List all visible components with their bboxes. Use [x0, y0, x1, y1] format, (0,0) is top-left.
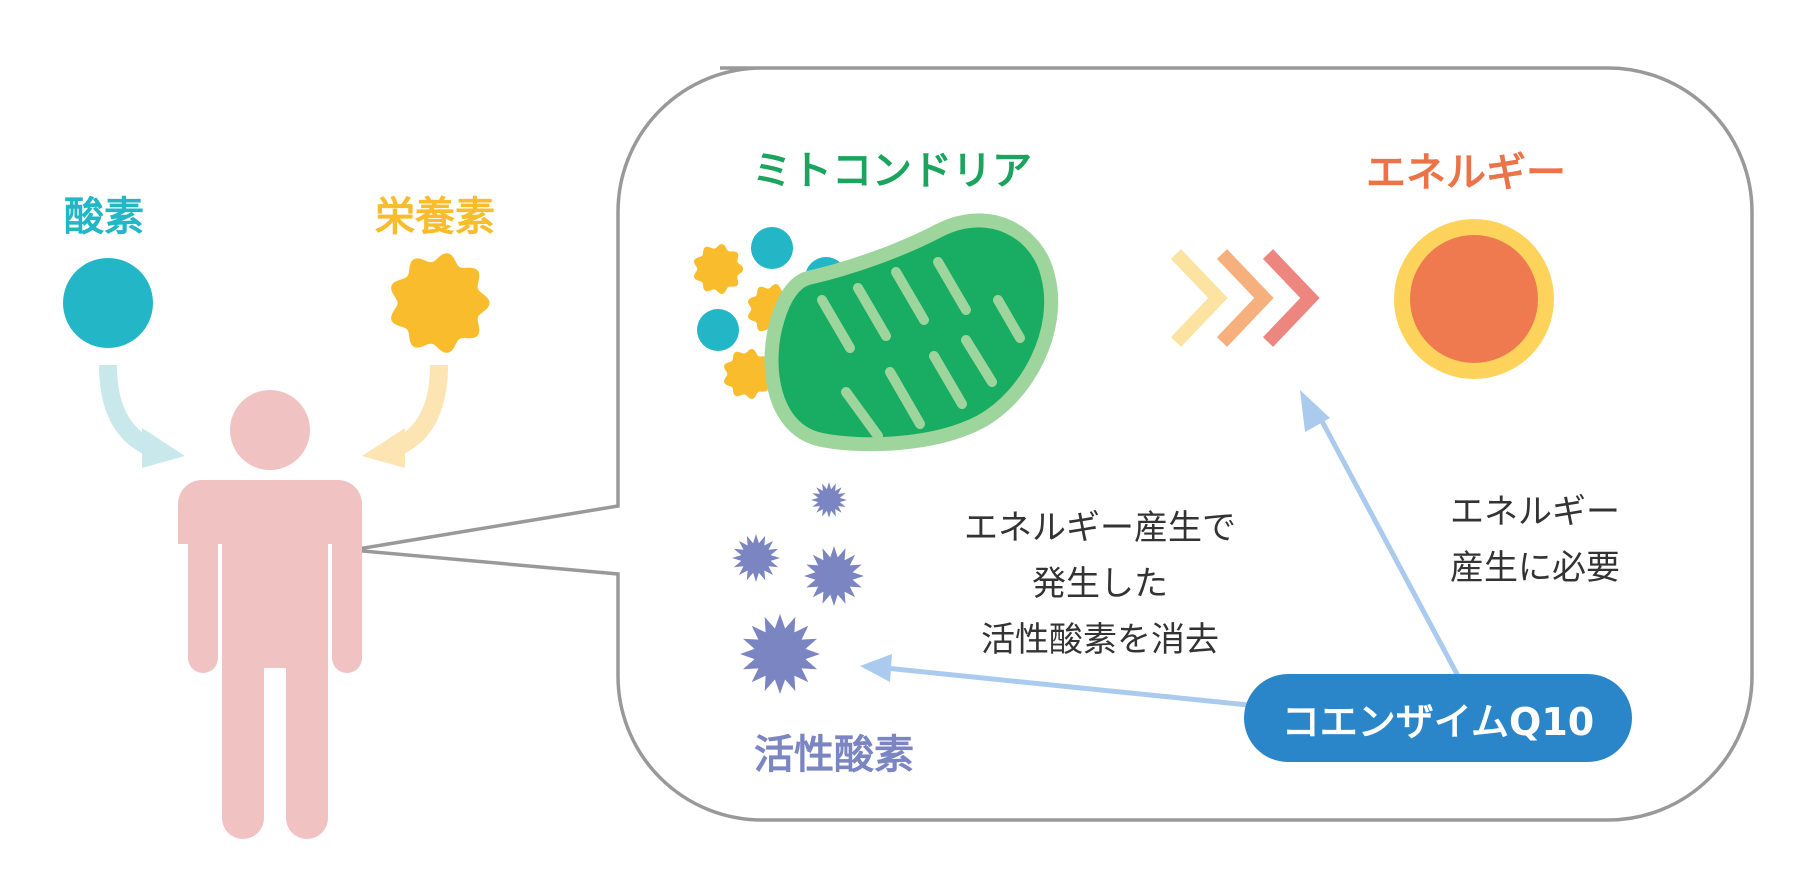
- nutrient-arrow-icon: [362, 364, 448, 468]
- oxygen-particle-icon: [697, 309, 739, 351]
- eliminate-note-line-3: 活性酸素を消去: [981, 620, 1219, 660]
- active-oxygen-particle-icon: [732, 534, 780, 582]
- active-oxygen-particle-icon: [804, 546, 864, 606]
- eliminate-note-line-2: 発生した: [1032, 564, 1168, 604]
- active-oxygen-label: 活性酸素: [754, 732, 914, 778]
- coq10-arrows: [860, 390, 1461, 708]
- chevron-icon: [1170, 249, 1228, 347]
- needed-note-line-1: エネルギー: [1450, 492, 1620, 532]
- nutrients-label: 栄養素: [375, 194, 495, 240]
- oxygen-label: 酸素: [64, 194, 144, 240]
- chevron-icon: [1262, 249, 1320, 347]
- arrow-to-energy-icon: [1300, 390, 1330, 432]
- needed-note: エネルギー 産生に必要: [1380, 484, 1690, 596]
- active-oxygen-particle-icon: [740, 614, 820, 694]
- energy-label: エネルギー: [1366, 150, 1566, 196]
- mitochondria-icon: [764, 213, 1059, 452]
- eliminate-note: エネルギー産生で 発生した 活性酸素を消去: [880, 500, 1320, 668]
- oxygen-circle-icon: [63, 258, 153, 348]
- active-oxygen-particle-icon: [811, 482, 847, 518]
- oxygen-arrow-icon: [99, 364, 185, 468]
- coq10-label: コエンザイムQ10: [1244, 674, 1632, 762]
- chevron-icon: [1216, 249, 1274, 347]
- active-oxygen-star-icon: [732, 482, 864, 694]
- nutrient-star-icon: [391, 253, 490, 353]
- person-icon: [178, 390, 362, 839]
- needed-note-line-2: 産生に必要: [1450, 548, 1620, 588]
- nutrient-particle-icon: [694, 244, 744, 294]
- energy-sun-icon: [1394, 219, 1554, 379]
- nutrient-particle-icon: [724, 349, 774, 399]
- arrow-to-active-oxygen-icon: [860, 654, 892, 682]
- mitochondria-label: ミトコンドリア: [752, 148, 1032, 194]
- chevrons-icon: [1170, 249, 1320, 347]
- oxygen-particle-icon: [751, 227, 793, 269]
- eliminate-note-line-1: エネルギー産生で: [964, 508, 1236, 548]
